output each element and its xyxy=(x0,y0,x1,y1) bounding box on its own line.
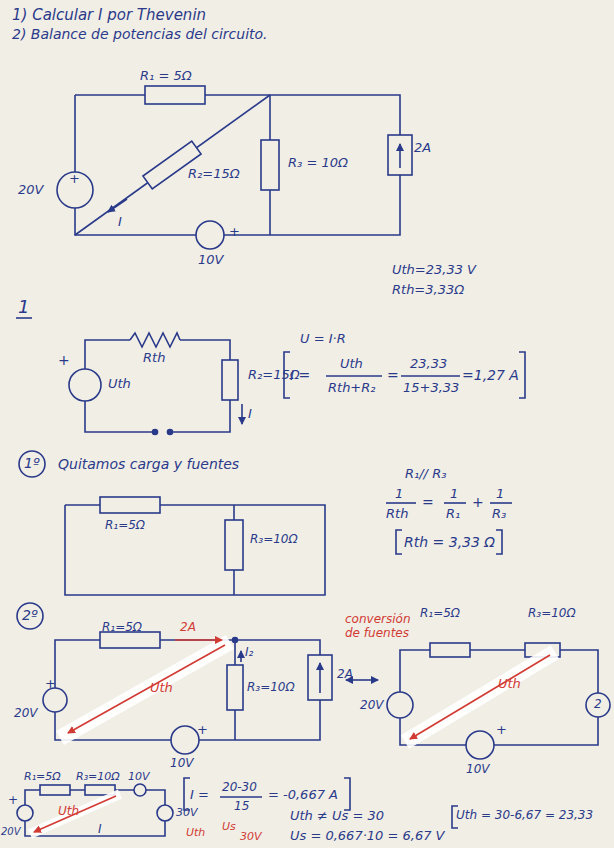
annotation-text: R₃=10Ω xyxy=(76,770,120,783)
annotation-text: R₁=5Ω xyxy=(24,770,61,783)
annotation-text: 10V xyxy=(128,770,150,783)
annotation-text: 2 xyxy=(594,697,602,711)
annotation-text: Uth xyxy=(498,676,521,692)
annotation-text: conversión de fuentes xyxy=(345,612,415,641)
annotation-text: Uth xyxy=(58,804,79,818)
annotation-text: Uth xyxy=(186,826,205,839)
annotation-text: = -0,667 A xyxy=(268,787,338,803)
annotation-text: 2A xyxy=(414,140,431,156)
annotation-text: 20V xyxy=(14,706,37,720)
annotation-text: R₁// R₃ xyxy=(405,466,446,482)
annotation-text: R₃ = 10Ω xyxy=(288,155,348,171)
annotation-text: R₃=10Ω xyxy=(247,680,295,694)
annotation-text: 23,33 xyxy=(410,356,447,372)
annotation-text: Uth=23,33 V xyxy=(392,262,476,278)
annotation-text: 20V xyxy=(360,698,383,712)
annotation-text: + xyxy=(496,722,507,738)
annotation-text: Uth xyxy=(108,376,131,392)
annotation-text: Quitamos carga y fuentes xyxy=(58,456,239,473)
annotation-text: + xyxy=(8,793,18,807)
annotation-text: + xyxy=(197,722,208,738)
annotation-text: = xyxy=(387,367,399,384)
annotation-text: 1 xyxy=(395,486,403,502)
annotation-text: Uth xyxy=(340,356,363,372)
annotation-text: 1º xyxy=(24,455,40,472)
annotation-text: 20-30 xyxy=(222,780,257,794)
annotation-text: I xyxy=(118,214,122,230)
annotation-text: 1 xyxy=(18,296,29,318)
annotation-text: R₁=5Ω xyxy=(105,518,145,532)
annotation-text: Us = 0,667·10 = 6,67 V xyxy=(290,828,444,844)
annotation-text: 2A xyxy=(337,667,353,681)
annotation-text: Uth = 30-6,67 = 23,33 xyxy=(456,808,593,822)
annotation-text: 1 xyxy=(450,486,458,502)
annotation-text: R₃=10Ω xyxy=(528,606,576,620)
annotation-text: 2) Balance de potencias del circuito. xyxy=(12,26,268,43)
annotation-text: Rth xyxy=(143,350,165,366)
annotation-text: + xyxy=(69,171,80,187)
annotation-text: 30V xyxy=(176,806,198,819)
annotation-text: U = I·R xyxy=(300,331,346,347)
annotation-text: 10V xyxy=(466,762,489,776)
annotation-text: =1,27 A xyxy=(462,367,519,384)
annotation-text: 10V xyxy=(198,252,223,268)
annotation-text: I = xyxy=(190,787,209,803)
annotation-text: 20V xyxy=(18,182,43,198)
annotation-text: I xyxy=(98,822,102,836)
annotation-text: 20V xyxy=(1,826,21,838)
annotation-text: + xyxy=(58,352,70,369)
annotation-text: + xyxy=(45,676,56,692)
annotation-text: = xyxy=(422,494,434,511)
annotation-text: Rth = 3,33 Ω xyxy=(404,534,495,551)
annotation-text: I = xyxy=(290,367,310,384)
annotation-text: R₁=5Ω xyxy=(420,606,460,620)
annotation-text: 10V xyxy=(170,756,193,770)
annotation-text: Rth xyxy=(386,506,408,522)
annotation-text: Uth xyxy=(150,680,173,696)
annotation-text: R₃=10Ω xyxy=(250,532,298,546)
annotation-text: I xyxy=(248,406,252,422)
annotation-text: Uth ≠ Us = 30 xyxy=(290,808,384,824)
annotation-text: R₂=15Ω xyxy=(188,166,240,182)
annotation-text: 2º xyxy=(22,607,38,624)
annotation-text: R₃ xyxy=(492,506,506,522)
annotation-text: R₁=5Ω xyxy=(102,620,142,634)
annotation-text: 30V xyxy=(240,830,262,843)
annotation-text: 2A xyxy=(180,620,196,634)
annotation-text: Rth+R₂ xyxy=(328,380,376,396)
annotation-text: I₂ xyxy=(245,645,253,659)
annotation-text: + xyxy=(472,494,484,511)
annotation-text: + xyxy=(229,224,240,240)
annotation-text: 1) Calcular I por Thevenin xyxy=(12,6,206,24)
annotation-text: R₁ = 5Ω xyxy=(140,68,192,84)
annotation-text: R₁ xyxy=(446,506,460,522)
annotation-text: 15+3,33 xyxy=(403,380,459,396)
annotation-text: 1 xyxy=(496,486,504,502)
annotation-text: 15 xyxy=(234,799,249,813)
annotation-text: Rth=3,33Ω xyxy=(392,282,464,298)
annotation-text: Us xyxy=(222,820,236,833)
